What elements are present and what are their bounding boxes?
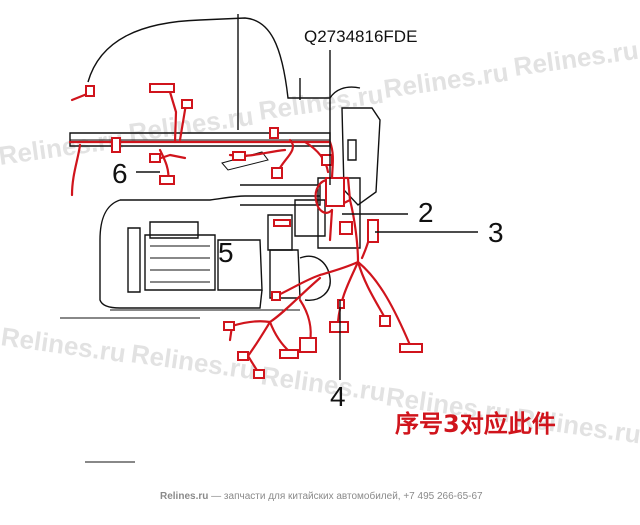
callout-5: 5 [218, 237, 234, 268]
connector [149, 83, 175, 93]
connector [399, 343, 423, 353]
callout-6: 6 [112, 158, 128, 189]
connector [329, 321, 349, 333]
watermark: Relines.ru [259, 360, 388, 407]
connector [232, 151, 246, 161]
footer-contact: — запчасти для китайских автомобилей, +7… [208, 490, 483, 502]
connector [271, 167, 283, 179]
callout-2: 2 [418, 197, 434, 228]
footer-brand: Relines.ru [160, 491, 208, 502]
footer-text: Relines.ru — запчасти для китайских авто… [160, 490, 483, 502]
connector [111, 137, 121, 153]
note-text: 序号3对应此件 [395, 410, 556, 438]
watermark: Relines.ru [0, 124, 125, 171]
leader-lines [136, 14, 478, 380]
callout-3: 3 [488, 217, 504, 248]
watermark: Relines.ru [257, 79, 386, 126]
watermark: Relines.ru [512, 35, 640, 82]
connector [181, 99, 193, 109]
connector [325, 177, 345, 207]
connector [273, 219, 291, 227]
watermark-layer: Relines.ru Relines.ru Relines.ru Relines… [0, 35, 640, 450]
connector [149, 153, 161, 163]
watermark: Relines.ru [129, 338, 258, 385]
connector [299, 337, 317, 353]
connector [279, 349, 299, 359]
connector [253, 369, 265, 379]
connector [339, 221, 353, 235]
connector [379, 315, 391, 327]
connector [237, 351, 249, 361]
connector [321, 154, 333, 166]
connector [271, 291, 281, 301]
watermark: Relines.ru [0, 321, 128, 368]
harness-connectors [85, 83, 423, 379]
watermark: Relines.ru [382, 57, 511, 104]
connector [337, 299, 345, 309]
part-number-label: Q2734816FDE [304, 27, 417, 46]
connector [159, 175, 175, 185]
connector [85, 85, 95, 97]
connector [223, 321, 235, 331]
callout-4: 4 [330, 381, 346, 412]
connector [367, 219, 379, 243]
connector [269, 127, 279, 139]
